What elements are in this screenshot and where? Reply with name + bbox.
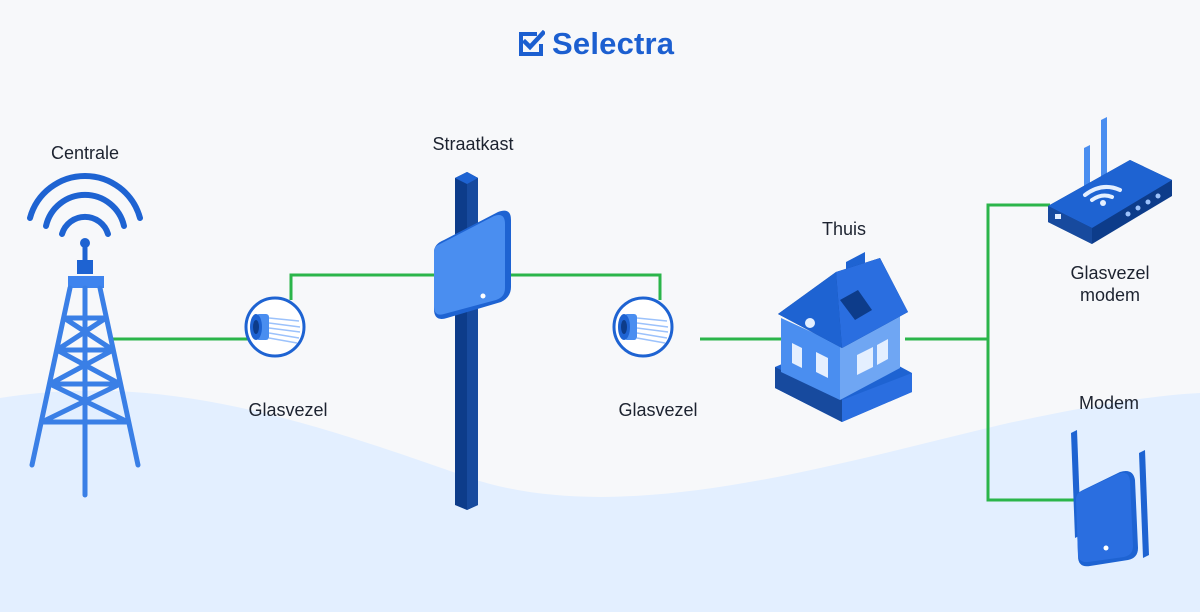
line-cabinet-to-fiber2 xyxy=(508,273,662,300)
label-glasvezel-modem-line1: Glasvezel xyxy=(1070,263,1150,283)
wifi-router-icon xyxy=(1048,117,1172,244)
cell-tower-icon xyxy=(27,172,143,498)
label-centrale: Centrale xyxy=(50,143,120,163)
line-junction-to-modem xyxy=(986,339,1075,502)
line-junction-to-router xyxy=(986,203,1050,339)
background-wave xyxy=(0,390,1200,612)
fiber-cable-icon-2 xyxy=(612,296,674,358)
brand-name: Selectra xyxy=(552,26,675,61)
selectra-logo: Selectra xyxy=(517,26,674,62)
checkbox-logo-icon xyxy=(519,30,545,56)
line-fiber1-to-cabinet xyxy=(289,273,440,300)
label-modem: Modem xyxy=(1078,393,1140,413)
label-straatkast: Straatkast xyxy=(432,134,514,154)
label-glasvezel-1: Glasvezel xyxy=(248,400,328,420)
fiber-cable-icon-1 xyxy=(244,296,306,358)
label-glasvezel-2: Glasvezel xyxy=(618,400,698,420)
modem-icon xyxy=(1071,430,1149,567)
street-cabinet-icon xyxy=(434,172,511,510)
connection-lines xyxy=(112,203,1075,502)
house-icon xyxy=(775,252,912,422)
label-glasvezel-modem-line2: modem xyxy=(1079,285,1141,305)
label-glasvezel-modem: Glasvezel modem xyxy=(1050,262,1170,306)
label-thuis: Thuis xyxy=(821,219,866,239)
